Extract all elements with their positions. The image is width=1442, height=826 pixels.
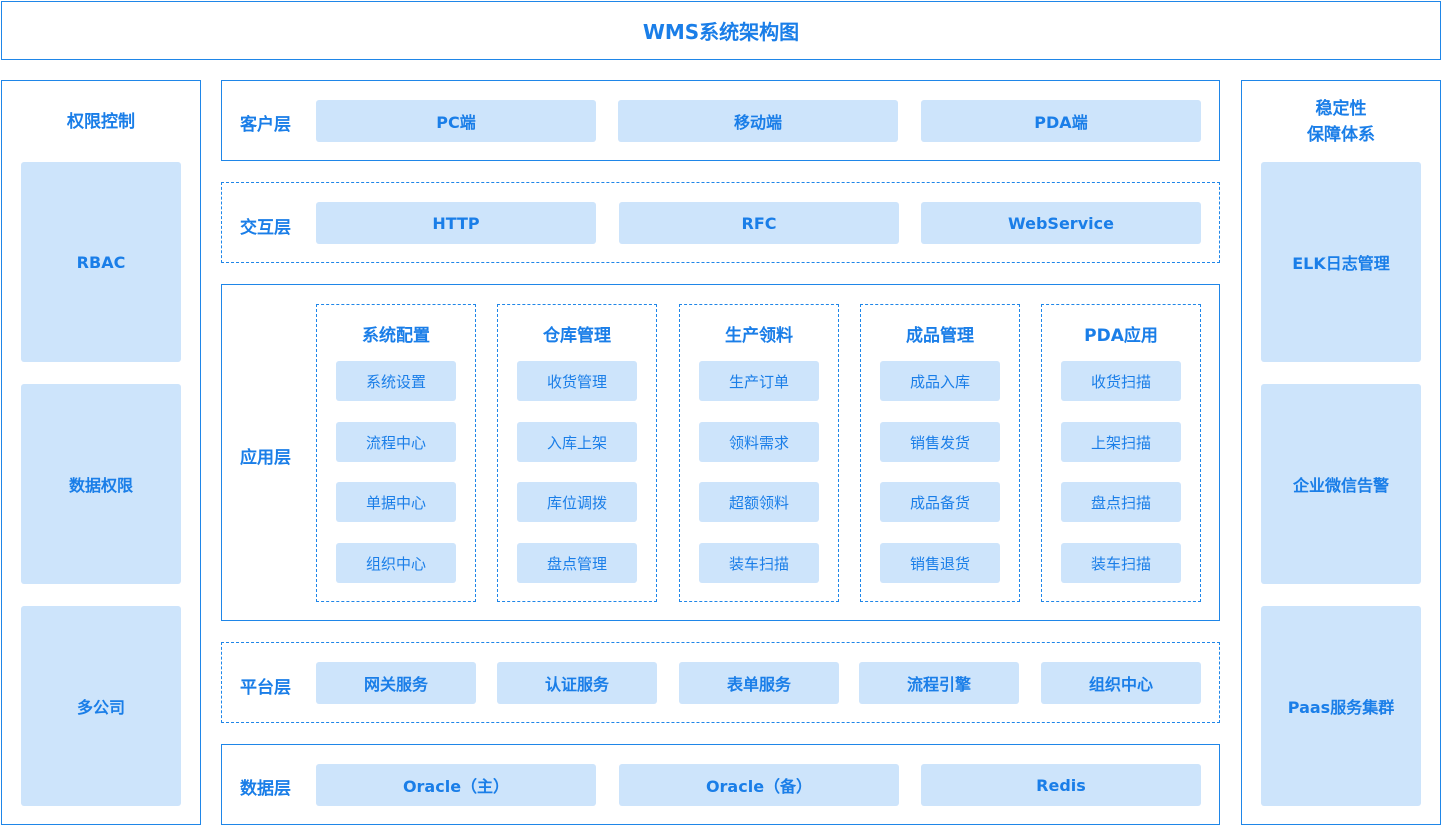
stability-title-line2: 保障体系 xyxy=(1307,125,1375,145)
module-item: 超额领料 xyxy=(699,482,819,522)
oracle-backup-box: Oracle（备） xyxy=(619,764,899,806)
group-pda-app: PDA应用 收货扫描 上架扫描 盘点扫描 装车扫描 xyxy=(1041,304,1201,602)
application-layer: 应用层 系统配置 系统设置 流程中心 单据中心 组织中心 仓库管理 收货管理 入… xyxy=(221,284,1220,621)
redis-box: Redis xyxy=(921,764,1201,806)
module-item: 盘点管理 xyxy=(517,543,637,583)
module-item: 组织中心 xyxy=(336,543,456,583)
module-item: 收货管理 xyxy=(517,361,637,401)
diagram-title: WMS系统架构图 xyxy=(1,1,1441,60)
module-item: 成品入库 xyxy=(880,361,1000,401)
stability-panel: 稳定性 保障体系 ELK日志管理 企业微信告警 Paas服务集群 xyxy=(1241,80,1441,825)
permission-control-panel: 权限控制 RBAC 数据权限 多公司 xyxy=(1,80,201,825)
module-item: 收货扫描 xyxy=(1061,361,1181,401)
group-title: 系统配置 xyxy=(362,326,430,346)
permission-control-title: 权限控制 xyxy=(67,112,135,132)
rfc-box: RFC xyxy=(619,202,899,244)
http-box: HTTP xyxy=(316,202,596,244)
module-item: 上架扫描 xyxy=(1061,422,1181,462)
group-title: 成品管理 xyxy=(906,326,974,346)
group-production-picking: 生产领料 生产订单 领料需求 超额领料 装车扫描 xyxy=(679,304,839,602)
module-item: 成品备货 xyxy=(880,482,1000,522)
webservice-box: WebService xyxy=(921,202,1201,244)
stability-title-line1: 稳定性 xyxy=(1315,99,1367,119)
wechat-alert-box: 企业微信告警 xyxy=(1261,384,1421,584)
module-item: 盘点扫描 xyxy=(1061,482,1181,522)
data-layer: 数据层 Oracle（主） Oracle（备） Redis xyxy=(221,744,1220,825)
paas-cluster-box: Paas服务集群 xyxy=(1261,606,1421,806)
multi-company-box: 多公司 xyxy=(21,606,181,806)
platform-layer-label: 平台层 xyxy=(240,678,291,698)
module-item: 库位调拨 xyxy=(517,482,637,522)
rbac-box: RBAC xyxy=(21,162,181,362)
mobile-client-box: 移动端 xyxy=(618,100,898,142)
pc-client-box: PC端 xyxy=(316,100,596,142)
auth-service-box: 认证服务 xyxy=(497,662,657,704)
platform-layer: 平台层 网关服务 认证服务 表单服务 流程引擎 组织中心 xyxy=(221,642,1220,723)
data-layer-label: 数据层 xyxy=(240,779,291,799)
client-layer-label: 客户层 xyxy=(240,115,291,135)
module-item: 领料需求 xyxy=(699,422,819,462)
module-item: 系统设置 xyxy=(336,361,456,401)
form-service-box: 表单服务 xyxy=(679,662,839,704)
module-item: 单据中心 xyxy=(336,482,456,522)
module-item: 销售发货 xyxy=(880,422,1000,462)
group-finished-goods: 成品管理 成品入库 销售发货 成品备货 销售退货 xyxy=(860,304,1020,602)
module-item: 销售退货 xyxy=(880,543,1000,583)
application-layer-label: 应用层 xyxy=(240,448,291,468)
module-item: 生产订单 xyxy=(699,361,819,401)
elk-log-box: ELK日志管理 xyxy=(1261,162,1421,362)
group-title: 仓库管理 xyxy=(543,326,611,346)
client-layer: 客户层 PC端 移动端 PDA端 xyxy=(221,80,1220,161)
oracle-primary-box: Oracle（主） xyxy=(316,764,596,806)
group-title: 生产领料 xyxy=(725,326,793,346)
group-system-config: 系统配置 系统设置 流程中心 单据中心 组织中心 xyxy=(316,304,476,602)
pda-client-box: PDA端 xyxy=(921,100,1201,142)
group-title: PDA应用 xyxy=(1084,326,1158,346)
module-item: 入库上架 xyxy=(517,422,637,462)
workflow-engine-box: 流程引擎 xyxy=(859,662,1019,704)
data-permission-box: 数据权限 xyxy=(21,384,181,584)
module-item: 装车扫描 xyxy=(699,543,819,583)
interaction-layer: 交互层 HTTP RFC WebService xyxy=(221,182,1220,263)
module-item: 流程中心 xyxy=(336,422,456,462)
gateway-service-box: 网关服务 xyxy=(316,662,476,704)
module-item: 装车扫描 xyxy=(1061,543,1181,583)
group-warehouse-management: 仓库管理 收货管理 入库上架 库位调拨 盘点管理 xyxy=(497,304,657,602)
org-center-box: 组织中心 xyxy=(1041,662,1201,704)
interaction-layer-label: 交互层 xyxy=(240,218,291,238)
